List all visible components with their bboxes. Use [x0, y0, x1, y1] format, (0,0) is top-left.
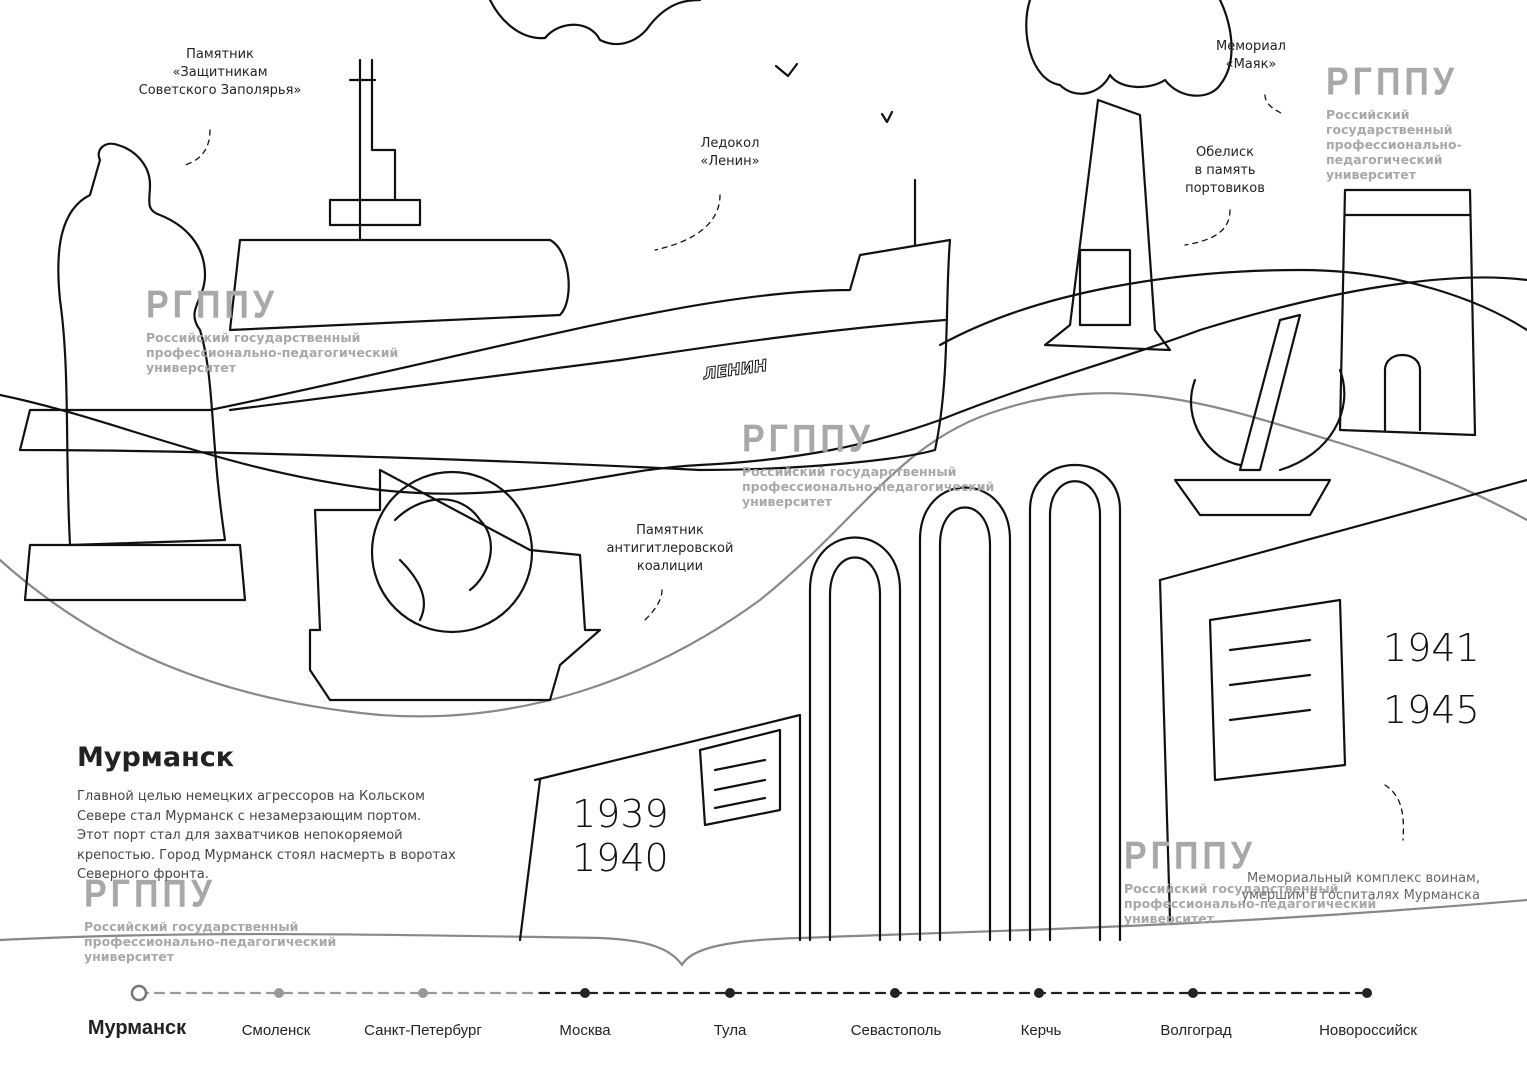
label-icebreaker: Ледокол «Ленин»	[700, 136, 760, 169]
label-monument-defenders: Памятник «Защитникам Советского Заполярь…	[138, 47, 302, 98]
watermark-text: Российский государственный профессиональ…	[1326, 107, 1462, 182]
year-1941: 1941	[1383, 626, 1480, 670]
label-memorial-mayak: Мемориал «Маяк»	[1216, 39, 1286, 72]
timeline-dot-8[interactable]	[1188, 988, 1198, 998]
timeline-city-link[interactable]: Тула	[713, 1022, 747, 1039]
timeline-dot-2[interactable]	[274, 988, 284, 998]
watermark-abbr: РГППУ	[84, 872, 216, 916]
timeline-city-link[interactable]: Смоленск	[241, 1022, 311, 1039]
icebreaker-hull	[18, 238, 952, 472]
timeline-city-link[interactable]: Волгоград	[1160, 1022, 1232, 1039]
anchor	[1173, 313, 1346, 517]
watermark-text: Российский государственный профессиональ…	[742, 464, 995, 509]
wall-left	[518, 713, 802, 942]
watermark-text: Российский государственный профессиональ…	[84, 919, 337, 964]
plaque-right	[1208, 598, 1347, 782]
globe	[370, 470, 534, 634]
wave-main	[0, 392, 1527, 718]
city-description: Главной целью немецких агрессоров на Кол…	[77, 789, 456, 882]
plaque-left	[698, 728, 782, 827]
timeline-dot-5[interactable]	[725, 988, 735, 998]
icebreaker-deck-line	[228, 318, 947, 412]
timeline-dot-4[interactable]	[580, 988, 590, 998]
statue-pedestal	[23, 543, 247, 602]
watermark-text: Российский государственный профессиональ…	[1124, 881, 1377, 926]
timeline-city-link[interactable]: Москва	[559, 1022, 611, 1039]
bird	[774, 62, 799, 78]
globe-pedestal	[308, 468, 602, 702]
watermark-abbr: РГППУ	[1326, 60, 1458, 104]
cloud	[488, 0, 702, 46]
wave-bottom	[0, 898, 1527, 967]
soldier-statue	[57, 142, 227, 547]
label-obelisk: Обелиск в память портовиков	[1185, 145, 1265, 196]
year-1945: 1945	[1383, 688, 1480, 732]
year-1940: 1940	[572, 836, 669, 880]
watermark-abbr: РГППУ	[742, 417, 874, 461]
city-title: Мурманск	[77, 742, 235, 773]
timeline-dot-9[interactable]	[1362, 988, 1372, 998]
memorial-arches	[808, 464, 1122, 942]
watermark-logo: РГППУ Российский государственный професс…	[84, 872, 336, 964]
timeline-city-link[interactable]: Севастополь	[850, 1022, 942, 1039]
watermark-logo: РГППУ Российский государственный професс…	[1124, 834, 1376, 926]
timeline-city-link[interactable]: Новороссийск	[1319, 1022, 1417, 1039]
watermark-logo: РГППУ Российский государственный професс…	[1326, 60, 1527, 182]
timeline-dot-1[interactable]	[130, 984, 148, 1002]
lighthouse-tower	[1338, 188, 1477, 437]
watermark-abbr: РГППУ	[146, 283, 278, 327]
timeline-city-link[interactable]: Мурманск	[87, 1017, 187, 1039]
timeline-dot-3[interactable]	[418, 988, 428, 998]
horizon-line	[0, 276, 1527, 495]
wall-right	[1158, 478, 1527, 922]
watermark-logo: РГППУ Российский государственный професс…	[742, 417, 994, 509]
obelisk	[1043, 98, 1172, 352]
watermark-text: Российский государственный профессиональ…	[146, 330, 399, 375]
label-anti-hitler-monument: Памятник антигитлеровской коалиции	[606, 523, 734, 574]
timeline-dot-7[interactable]	[1034, 988, 1044, 998]
watermark-abbr: РГППУ	[1124, 834, 1256, 878]
timeline-dot-6[interactable]	[890, 988, 900, 998]
watermark-logo: РГППУ Российский государственный професс…	[146, 283, 398, 375]
obelisk-relief	[1078, 248, 1132, 327]
hill-right	[938, 268, 1527, 347]
cloud	[1025, 0, 1233, 97]
bird	[880, 110, 894, 124]
timeline-city-link[interactable]: Керчь	[1020, 1022, 1062, 1039]
icebreaker-mast	[328, 58, 422, 242]
memorial-caption: Мемориальный комплекс воинам, умершим в …	[1241, 871, 1480, 903]
timeline-city-link[interactable]: Санкт-Петербург	[364, 1022, 482, 1039]
year-1939: 1939	[572, 792, 669, 836]
icebreaker-superstructure	[228, 238, 570, 332]
